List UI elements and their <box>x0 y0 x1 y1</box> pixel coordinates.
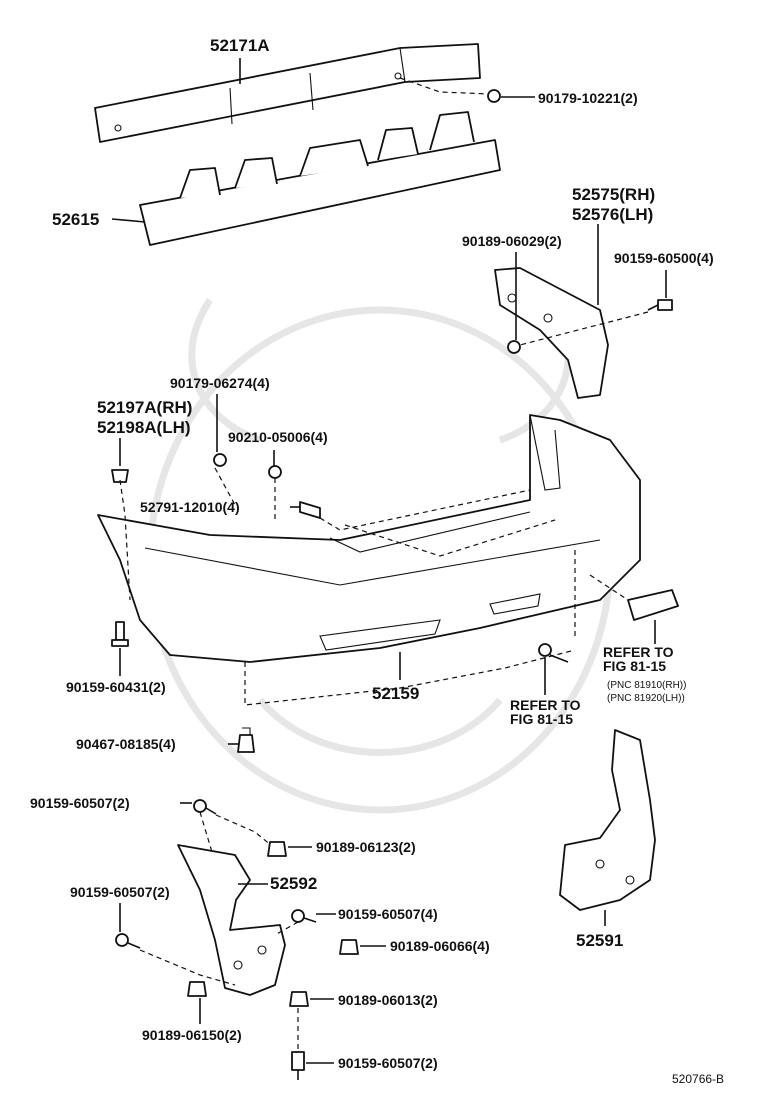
side-marker-lamp[interactable] <box>627 589 679 621</box>
label-90159-60507-b: 90159-60507(2) <box>70 884 170 900</box>
bumper-cover-52159[interactable] <box>97 414 641 663</box>
nut-90189-06029[interactable] <box>507 340 521 354</box>
label-90189-06150: 90189-06150(2) <box>142 1027 242 1043</box>
screw-90159-60507-b[interactable] <box>115 933 141 949</box>
label-52159: 52159 <box>372 684 419 703</box>
label-pnc-rh: (PNC 81910(RH)) <box>607 680 686 691</box>
label-52197a: 52197A(RH) <box>97 398 192 417</box>
screw-refer-fig-81-15[interactable] <box>538 643 569 663</box>
clip-90467-08185[interactable] <box>237 727 255 753</box>
nut-90179-06274[interactable] <box>213 453 227 467</box>
label-90159-60507-d: 90159-60507(2) <box>338 1055 438 1071</box>
label-90179-06274: 90179-06274(4) <box>170 375 270 391</box>
label-90189-06066: 90189-06066(4) <box>390 938 490 954</box>
label-52592: 52592 <box>270 874 317 893</box>
label-52591: 52591 <box>576 931 623 950</box>
label-refer1-line2: FIG 81-15 <box>603 658 666 674</box>
stud-52791-12010[interactable] <box>299 501 321 519</box>
label-52576: 52576(LH) <box>572 205 653 224</box>
label-52791-12010: 52791-12010(4) <box>140 499 240 515</box>
label-52198a: 52198A(LH) <box>97 418 191 437</box>
nut-90179-10221[interactable] <box>487 89 501 103</box>
clip-52197a-52198a[interactable] <box>111 469 129 483</box>
nut-90189-06013[interactable] <box>289 991 309 1007</box>
mudguard-52592[interactable] <box>177 844 286 996</box>
label-90179-10221: 90179-10221(2) <box>538 90 638 106</box>
label-90467-08185: 90467-08185(4) <box>76 736 176 752</box>
label-90189-06123: 90189-06123(2) <box>316 839 416 855</box>
label-52615: 52615 <box>52 210 99 229</box>
label-52171a: 52171A <box>210 36 270 55</box>
screw-90159-60431[interactable] <box>111 621 129 647</box>
screw-90159-60507-d[interactable] <box>291 1051 305 1080</box>
label-90159-60431: 90159-60431(2) <box>66 679 166 695</box>
label-90159-60507-a: 90159-60507(2) <box>30 795 130 811</box>
screw-90159-60500[interactable] <box>647 299 673 311</box>
washer-90210-05006[interactable] <box>268 465 282 479</box>
label-90189-06029: 90189-06029(2) <box>462 233 562 249</box>
reinforcement-52171a[interactable] <box>94 43 481 143</box>
label-refer2-line2: FIG 81-15 <box>510 711 573 727</box>
label-90189-06013: 90189-06013(2) <box>338 992 438 1008</box>
label-refer2-line1: REFER TO <box>510 697 581 713</box>
retainer-52575-52576[interactable] <box>494 267 609 399</box>
label-refer1-line1: REFER TO <box>603 644 674 660</box>
label-90159-60500: 90159-60500(4) <box>614 250 714 266</box>
mudguard-52591[interactable] <box>559 729 656 911</box>
screw-90159-60507-a[interactable] <box>193 799 217 815</box>
figure-code: 520766-B <box>672 1072 724 1086</box>
label-52575: 52575(RH) <box>572 185 655 204</box>
nut-90189-06123[interactable] <box>267 841 287 857</box>
screw-90159-60507-c[interactable] <box>291 909 317 923</box>
absorber-52615[interactable] <box>139 111 501 246</box>
clip-90189-06150[interactable] <box>187 981 207 997</box>
label-pnc-lh: (PNC 81920(LH)) <box>607 693 685 704</box>
label-90159-60507-c: 90159-60507(4) <box>338 906 438 922</box>
nut-90189-06066[interactable] <box>339 939 359 955</box>
label-90210-05006: 90210-05006(4) <box>228 429 328 445</box>
